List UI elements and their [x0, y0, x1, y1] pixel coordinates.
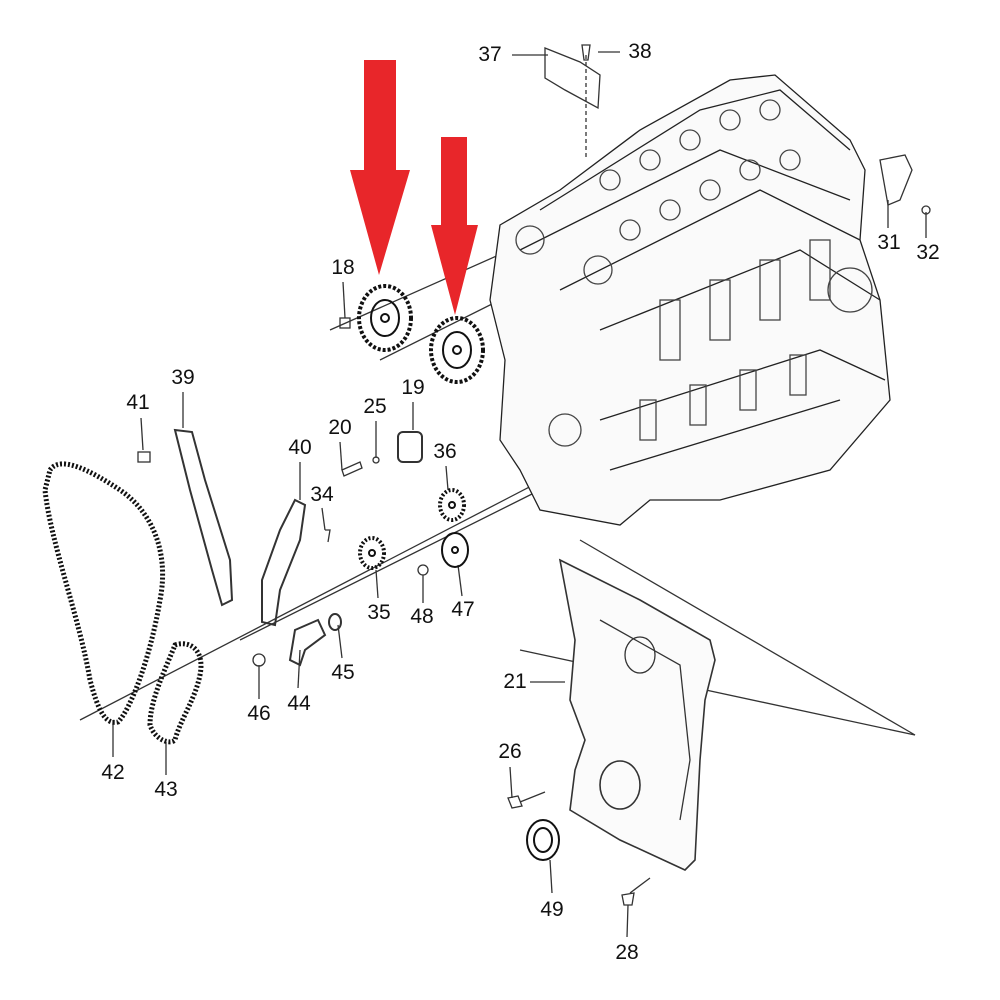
- part-label-25: 25: [363, 395, 387, 418]
- part-label-46: 46: [247, 702, 271, 725]
- camshaft-sprocket-exhaust: [429, 316, 485, 384]
- bolt-part-26: [507, 791, 546, 809]
- bolt-part-18: [339, 317, 351, 329]
- part-label-21: 21: [503, 670, 527, 693]
- part-label-44: 44: [287, 692, 311, 715]
- engine-block: [489, 74, 891, 526]
- part-label-41: 41: [126, 391, 150, 414]
- part-label-45: 45: [331, 661, 355, 684]
- washer-part-25: [372, 456, 380, 464]
- timing-chain-part-43: [147, 641, 204, 745]
- bolt-part-20: [341, 461, 363, 477]
- part-label-38: 38: [628, 40, 652, 63]
- bolt-part-46: [252, 653, 266, 667]
- red-arrow-exhaust-sprocket: [431, 137, 478, 315]
- part-label-20: 20: [328, 416, 352, 439]
- part-label-26: 26: [498, 740, 522, 763]
- sprocket-part-36: [438, 488, 466, 522]
- camshaft-sprocket-intake: [357, 284, 413, 352]
- chain-guide-part-40: [261, 498, 307, 627]
- part-label-49: 49: [540, 898, 564, 921]
- dowel-part-34: [325, 529, 331, 543]
- part-label-34: 34: [310, 483, 334, 506]
- tensioner-arm-part-44: [288, 618, 327, 667]
- sprocket-part-47: [441, 532, 469, 568]
- bolt-part-41: [137, 451, 151, 463]
- part-label-39: 39: [171, 366, 195, 389]
- sensor-part-31: [879, 154, 913, 206]
- part-label-43: 43: [154, 778, 178, 801]
- part-label-28: 28: [615, 941, 639, 964]
- part-label-31: 31: [877, 231, 901, 254]
- part-label-36: 36: [433, 440, 457, 463]
- timing-cover-part-21: [558, 558, 716, 871]
- timing-chain-part-42: [42, 461, 166, 725]
- bracket-part-37: [544, 47, 601, 110]
- spring-part-45: [328, 613, 342, 631]
- nut-part-48: [417, 564, 429, 576]
- part-label-37: 37: [478, 43, 502, 66]
- part-label-32: 32: [916, 241, 940, 264]
- part-label-18: 18: [331, 256, 355, 279]
- bolt-part-28: [621, 877, 651, 906]
- part-label-40: 40: [288, 436, 312, 459]
- part-label-35: 35: [367, 601, 391, 624]
- chain-guide-part-39: [173, 428, 234, 607]
- part-label-19: 19: [401, 376, 425, 399]
- part-label-47: 47: [451, 598, 475, 621]
- bolt-part-38: [581, 44, 591, 61]
- part-label-48: 48: [410, 605, 434, 628]
- bolt-part-32: [921, 205, 931, 215]
- oil-seal-part-49: [526, 819, 560, 861]
- red-arrow-intake-sprocket: [350, 60, 410, 275]
- tensioner-part-19: [397, 431, 423, 463]
- sprocket-part-35: [358, 536, 386, 570]
- part-label-42: 42: [101, 761, 125, 784]
